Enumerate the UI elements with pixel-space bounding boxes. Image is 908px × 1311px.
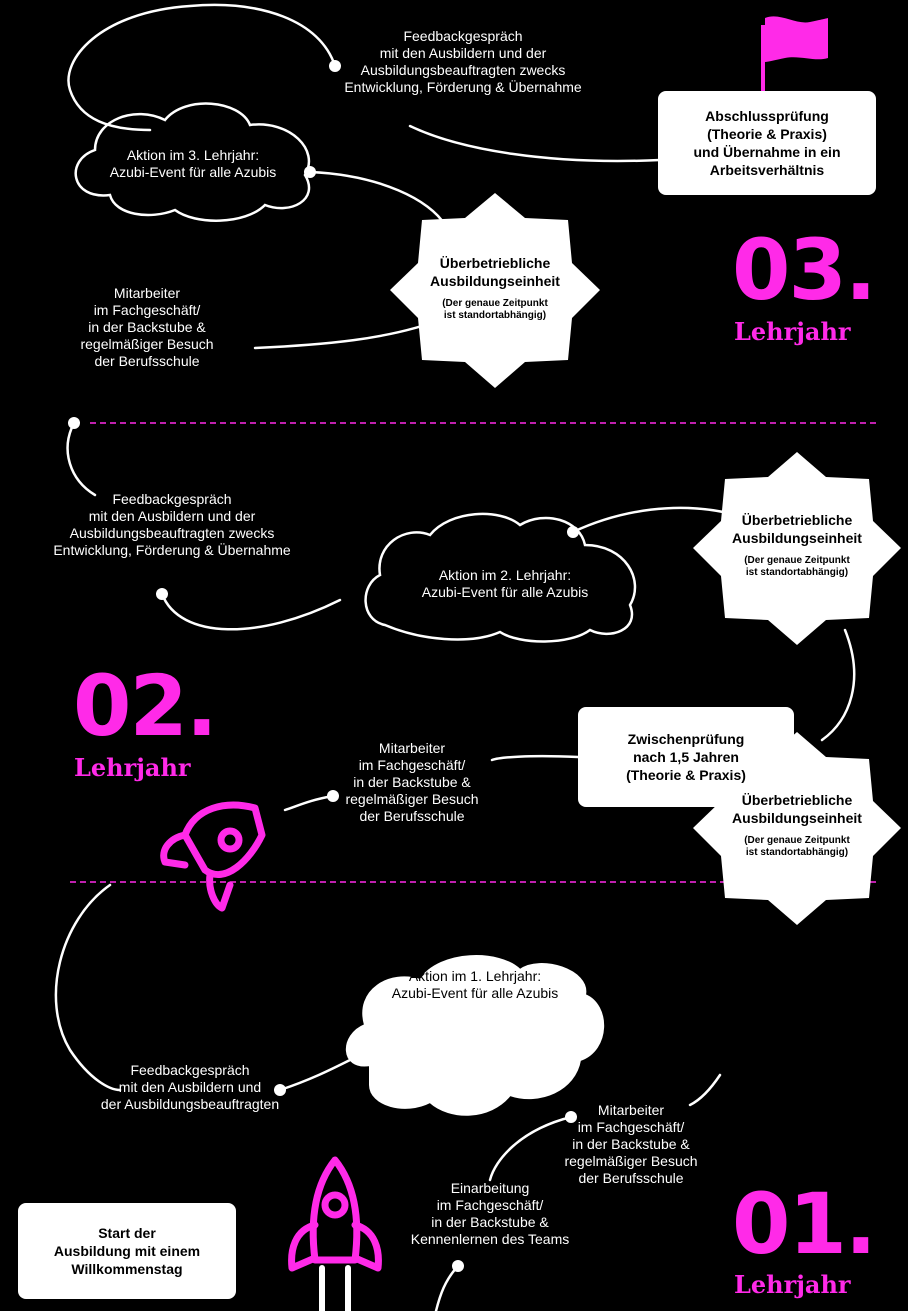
mid-exam-box: Zwischenprüfung nach 1,5 Jahren (Theorie… — [578, 707, 794, 807]
training-unit-title: Überbetriebliche Ausbildungseinheit — [732, 512, 862, 546]
rocket-icon — [160, 801, 266, 912]
dot-9 — [452, 1260, 464, 1272]
final-exam-box: Abschlussprüfung (Theorie & Praxis) und … — [658, 91, 876, 195]
path-onboarding-to-bottom — [434, 1264, 460, 1311]
dot-1 — [329, 60, 341, 72]
training-unit-2: Überbetriebliche Ausbildungseinheit (Der… — [732, 511, 862, 579]
path-employee1-to-star1 — [688, 1073, 722, 1107]
path-feedback-to-exam — [408, 124, 662, 163]
dot-8 — [565, 1111, 577, 1123]
dot-4 — [156, 588, 168, 600]
path-left-curve-1 — [54, 883, 122, 1092]
path-midexam-to-employee2 — [490, 754, 580, 762]
feedback-text-1: Feedbackgespräch mit den Ausbildern und … — [100, 1062, 280, 1112]
path-star2-to-midexam — [820, 628, 856, 742]
cloud-event-2 — [364, 512, 637, 643]
timeline-dots — [68, 60, 579, 1272]
employee-text-2: Mitarbeiter im Fachgeschäft/ in der Back… — [345, 740, 479, 824]
path-event3-to-star — [308, 170, 447, 227]
year-number-2: 02. — [73, 657, 218, 755]
employee-text-1: Mitarbeiter im Fachgeschäft/ in der Back… — [564, 1102, 698, 1186]
path-star-to-employee3 — [253, 316, 447, 350]
dot-5 — [567, 526, 579, 538]
training-unit-note: (Der genaue Zeitpunkt ist standortabhäng… — [442, 298, 548, 321]
path-event2-to-star2 — [571, 506, 738, 534]
onboarding-text: Einarbeitung im Fachgeschäft/ in der Bac… — [410, 1180, 570, 1247]
cloud-event-1 — [345, 955, 605, 1116]
training-unit-note: (Der genaue Zeitpunkt ist standortabhäng… — [744, 835, 850, 858]
event-text-2: Aktion im 2. Lehrjahr: Azubi-Event für a… — [421, 567, 589, 600]
year-number-3: 03. — [732, 221, 877, 319]
star-training-2 — [693, 452, 901, 645]
path-employee1-to-onboarding — [488, 1115, 573, 1182]
feedback-text-2: Feedbackgespräch mit den Ausbildern und … — [53, 491, 291, 558]
training-unit-1: Überbetriebliche Ausbildungseinheit (Der… — [732, 791, 862, 859]
employee-text-3: Mitarbeiter im Fachgeschäft/ in der Back… — [80, 285, 214, 369]
year-number-1: 01. — [732, 1175, 877, 1273]
path-feedback1-to-event1 — [278, 1058, 352, 1092]
year-label-1: Lehrjahr — [734, 1270, 851, 1299]
dot-6 — [327, 790, 339, 802]
year-label-3: Lehrjahr — [734, 317, 851, 346]
year-label-2: Lehrjahr — [74, 753, 191, 782]
training-unit-title: Überbetriebliche Ausbildungseinheit — [430, 255, 560, 289]
training-unit-title: Überbetriebliche Ausbildungseinheit — [732, 792, 862, 826]
feedback-text-3: Feedbackgespräch mit den Ausbildern und … — [344, 28, 582, 95]
training-unit-note: (Der genaue Zeitpunkt ist standortabhäng… — [744, 555, 850, 578]
training-unit-3: Überbetriebliche Ausbildungseinheit (Der… — [430, 254, 560, 322]
flag-icon — [761, 16, 828, 92]
dot-3 — [68, 417, 80, 429]
dot-7 — [274, 1084, 286, 1096]
path-feedback-loop-3 — [67, 3, 337, 132]
path-feedback2-to-event2 — [160, 592, 342, 631]
rocket-icon — [288, 1156, 382, 1311]
start-box: Start der Ausbildung mit einem Willkomme… — [18, 1203, 236, 1299]
event-text-1: Aktion im 1. Lehrjahr: Azubi-Event für a… — [391, 968, 559, 1001]
path-employee2-to-rocket — [283, 794, 335, 812]
event-text-3: Aktion im 3. Lehrjahr: Azubi-Event für a… — [109, 147, 277, 180]
star-training-3 — [390, 193, 600, 388]
path-dot-to-feedback2 — [66, 421, 97, 497]
cloud-event-3 — [74, 102, 311, 222]
dot-2 — [304, 166, 316, 178]
